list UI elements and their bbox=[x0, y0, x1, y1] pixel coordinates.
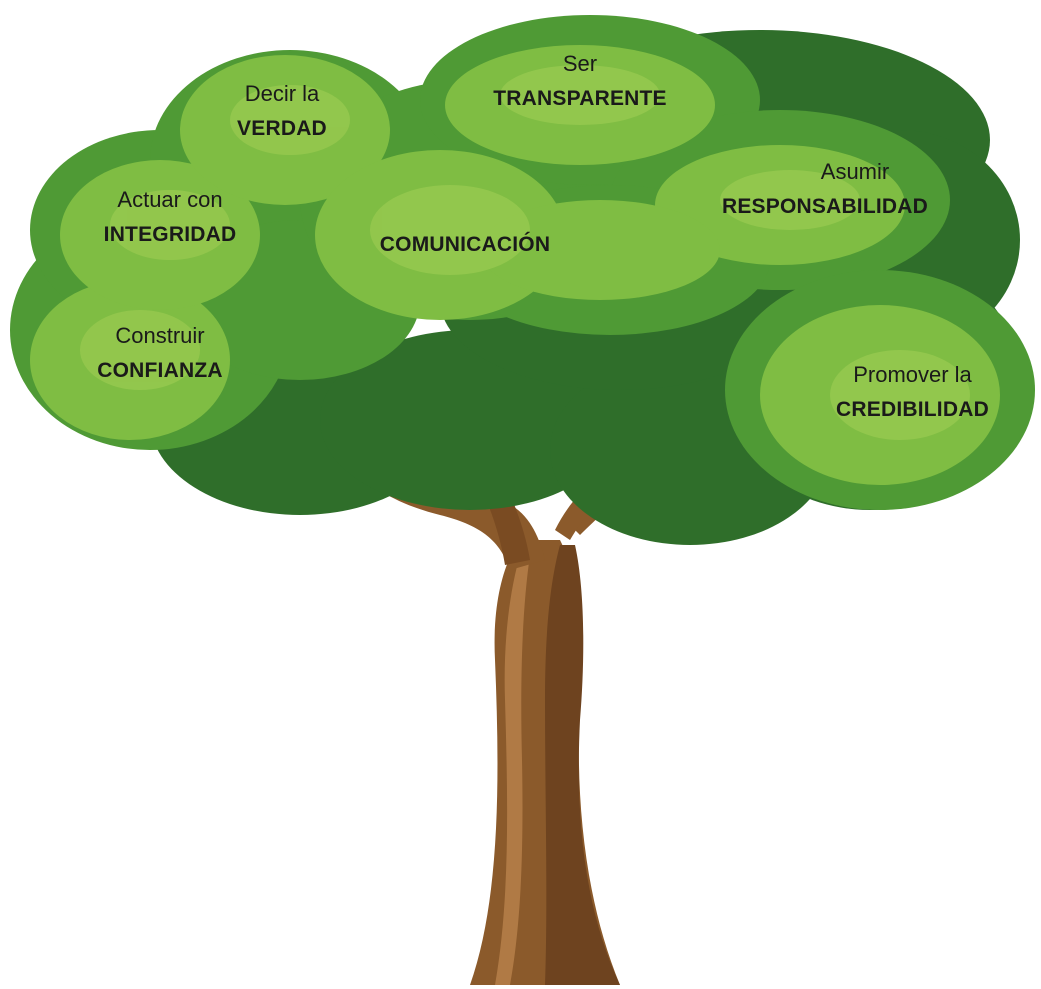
center-title: COMUNICACIÓN bbox=[350, 232, 580, 258]
label-responsabilidad-key: RESPONSABILIDAD bbox=[721, 194, 929, 218]
label-verdad-key: VERDAD bbox=[237, 116, 327, 140]
label-confianza-key: CONFIANZA bbox=[97, 358, 223, 382]
label-transparente: Ser TRANSPARENTE bbox=[480, 50, 680, 112]
label-integridad: Actuar con INTEGRIDAD bbox=[80, 186, 260, 248]
label-responsabilidad-lead: Asumir bbox=[820, 159, 890, 184]
label-credibilidad-lead: Promover la bbox=[853, 362, 972, 387]
label-verdad: Decir la VERDAD bbox=[222, 80, 342, 142]
label-credibilidad: Promover la CREDIBILIDAD bbox=[815, 361, 1010, 423]
label-integridad-key: INTEGRIDAD bbox=[103, 222, 237, 246]
label-confianza: Construir CONFIANZA bbox=[70, 322, 250, 384]
label-credibilidad-key: CREDIBILIDAD bbox=[836, 397, 989, 421]
label-verdad-lead: Decir la bbox=[244, 81, 320, 106]
label-integridad-lead: Actuar con bbox=[117, 187, 223, 212]
center-title-text: COMUNICACIÓN bbox=[379, 233, 551, 256]
label-responsabilidad: Asumir RESPONSABILIDAD bbox=[700, 158, 950, 220]
tree-foliage-highlight bbox=[80, 65, 970, 440]
label-confianza-lead: Construir bbox=[115, 323, 205, 348]
label-transparente-key: TRANSPARENTE bbox=[493, 86, 667, 110]
label-transparente-lead: Ser bbox=[562, 51, 598, 76]
